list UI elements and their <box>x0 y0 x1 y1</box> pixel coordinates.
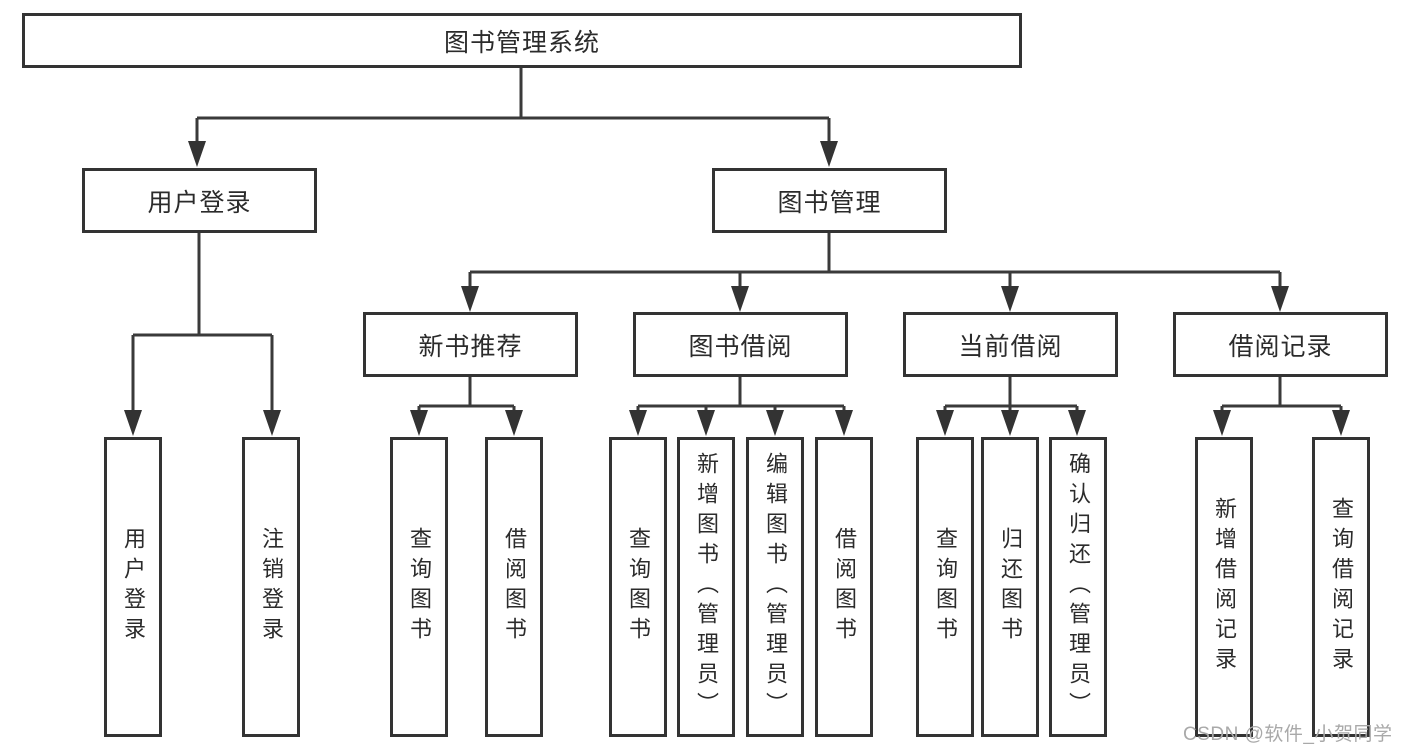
leaf-query-book-recommend: 查询图书 <box>390 437 448 737</box>
node-borrow-record: 借阅记录 <box>1173 312 1388 377</box>
leaf-borrow-book-recommend: 借阅图书 <box>485 437 543 737</box>
node-book-borrow: 图书借阅 <box>633 312 848 377</box>
node-new-book-recommend: 新书推荐 <box>363 312 578 377</box>
leaf-user-login: 用户登录 <box>104 437 162 737</box>
leaf-query-book-current: 查询图书 <box>916 437 974 737</box>
node-root-system: 图书管理系统 <box>22 13 1022 68</box>
leaf-borrow-book: 借阅图书 <box>815 437 873 737</box>
leaf-add-borrow-record: 新增借阅记录 <box>1195 437 1253 737</box>
leaf-query-borrow-record: 查询借阅记录 <box>1312 437 1370 737</box>
leaf-logout: 注销登录 <box>242 437 300 737</box>
leaf-query-book-borrow: 查询图书 <box>609 437 667 737</box>
node-book-management-module: 图书管理 <box>712 168 947 233</box>
node-current-borrow: 当前借阅 <box>903 312 1118 377</box>
leaf-confirm-return-admin: 确认归还（管理员） <box>1049 437 1107 737</box>
leaf-return-book: 归还图书 <box>981 437 1039 737</box>
csdn-watermark: CSDN @软件_小贺同学 <box>1183 724 1393 745</box>
node-user-login-module: 用户登录 <box>82 168 317 233</box>
leaf-edit-book-admin: 编辑图书（管理员） <box>746 437 804 737</box>
leaf-add-book-admin: 新增图书（管理员） <box>677 437 735 737</box>
